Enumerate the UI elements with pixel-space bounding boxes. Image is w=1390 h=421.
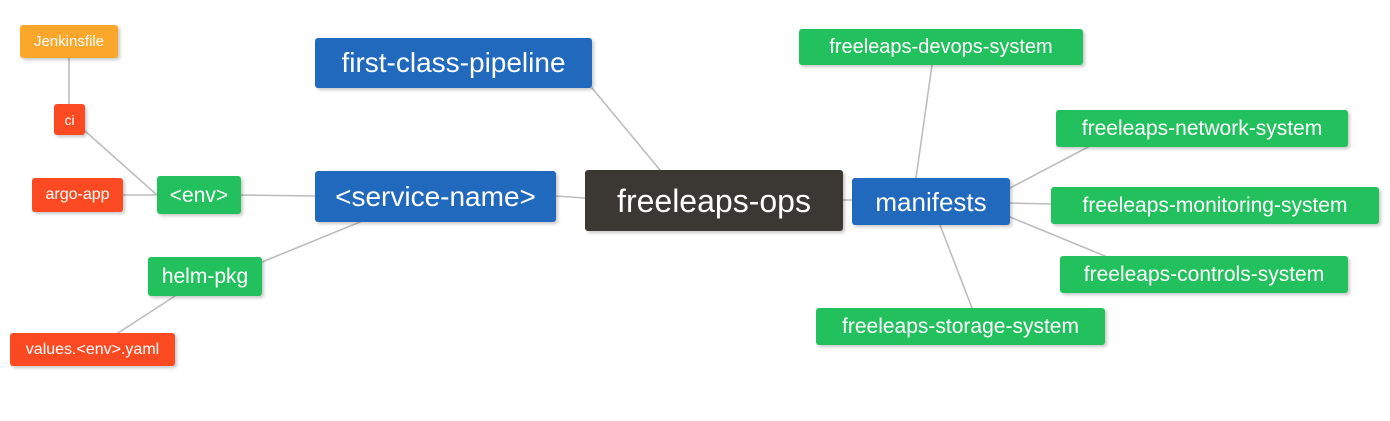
node-values-env-yaml[interactable]: values.<env>.yaml	[10, 333, 175, 366]
edge-firstclass-freeleapsops	[591, 87, 661, 171]
node-jenkinsfile[interactable]: Jenkinsfile	[20, 25, 118, 58]
node-label-first-class-pipeline: first-class-pipeline	[341, 47, 566, 78]
node-label-ci: ci	[64, 111, 75, 128]
edge-manifests-network	[1009, 146, 1089, 189]
node-helm-pkg[interactable]: helm-pkg	[148, 257, 262, 296]
edge-values-helmpkg	[117, 295, 176, 334]
node-label-freeleaps-controls-system: freeleaps-controls-system	[1083, 263, 1325, 286]
node-label-freeleaps-ops: freeleaps-ops	[617, 182, 811, 219]
node-label-env: <env>	[169, 183, 229, 207]
node-label-freeleaps-monitoring-system: freeleaps-monitoring-system	[1082, 194, 1348, 217]
node-env[interactable]: <env>	[157, 176, 241, 214]
node-first-class-pipeline[interactable]: first-class-pipeline	[315, 38, 592, 88]
node-freeleaps-devops-system[interactable]: freeleaps-devops-system	[799, 29, 1083, 65]
edge-manifests-devops	[915, 64, 933, 179]
node-label-values-env-yaml: values.<env>.yaml	[25, 340, 160, 358]
node-label-freeleaps-network-system: freeleaps-network-system	[1081, 117, 1323, 140]
node-freeleaps-monitoring-system[interactable]: freeleaps-monitoring-system	[1051, 187, 1379, 224]
node-freeleaps-network-system[interactable]: freeleaps-network-system	[1056, 110, 1348, 147]
node-label-freeleaps-devops-system: freeleaps-devops-system	[829, 36, 1053, 58]
node-label-freeleaps-storage-system: freeleaps-storage-system	[842, 315, 1079, 338]
node-service-name[interactable]: <service-name>	[315, 171, 556, 222]
edge-helmpkg-servicename	[261, 221, 361, 263]
node-label-service-name: <service-name>	[335, 180, 536, 212]
edge-env-servicename	[240, 194, 316, 197]
node-label-manifests: manifests	[875, 186, 987, 217]
node-freeleaps-ops[interactable]: freeleaps-ops	[585, 170, 843, 231]
node-manifests[interactable]: manifests	[852, 178, 1010, 225]
edge-manifests-storage	[939, 224, 973, 309]
node-ci[interactable]: ci	[54, 104, 85, 135]
node-argo-app[interactable]: argo-app	[32, 178, 123, 212]
node-freeleaps-storage-system[interactable]: freeleaps-storage-system	[816, 308, 1105, 345]
edge-manifests-monitoring	[1009, 202, 1052, 205]
edge-servicename-freeleapsops	[555, 195, 586, 199]
node-label-jenkinsfile: Jenkinsfile	[33, 33, 105, 50]
node-freeleaps-controls-system[interactable]: freeleaps-controls-system	[1060, 256, 1348, 293]
node-label-helm-pkg: helm-pkg	[161, 265, 249, 288]
node-label-argo-app: argo-app	[45, 186, 110, 203]
